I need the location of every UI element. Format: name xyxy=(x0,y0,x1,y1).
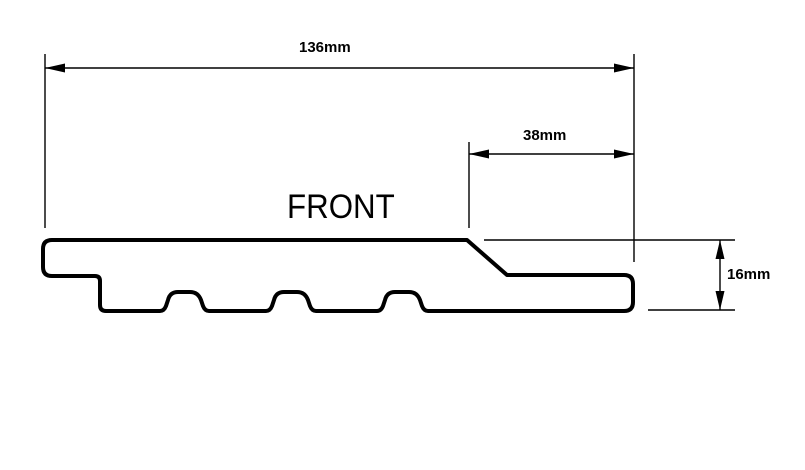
thickness-label: 16mm xyxy=(727,266,771,283)
overall-width-label: 136mm xyxy=(299,39,351,56)
front-label: FRONT xyxy=(287,188,395,226)
front-face-right-arrow xyxy=(614,149,634,159)
thickness-bottom-arrow xyxy=(715,291,725,310)
thickness-top-arrow xyxy=(715,240,725,259)
overall-width-left-arrow xyxy=(45,63,65,73)
front-face-left-arrow xyxy=(469,149,489,159)
front-face-width-label: 38mm xyxy=(523,127,567,144)
overall-width-right-arrow xyxy=(614,63,634,73)
board-profile-outline xyxy=(41,238,635,313)
